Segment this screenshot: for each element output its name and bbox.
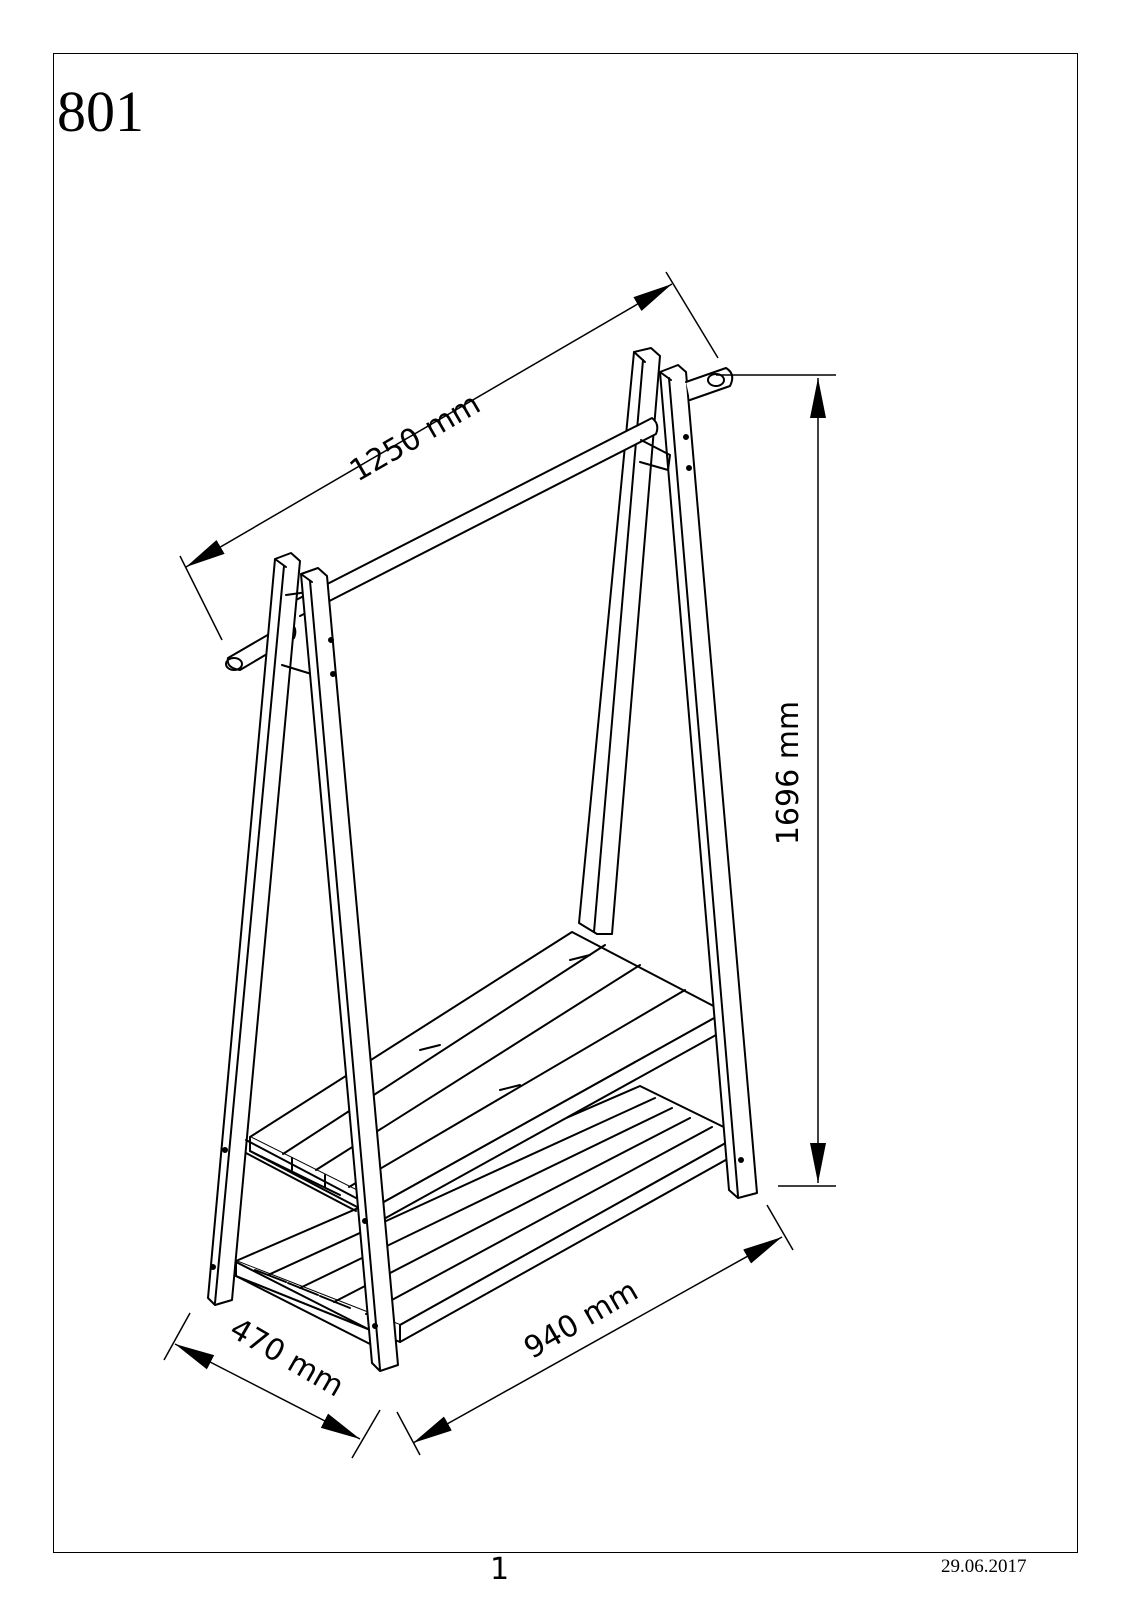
label-height: 1696 mm [771, 701, 806, 845]
label-shelf-width: 940 mm [518, 1273, 644, 1366]
label-width: 1250 mm [344, 387, 487, 489]
page-number: 1 [490, 1552, 509, 1587]
front-right-leg [660, 365, 757, 1198]
document-date: 29.06.2017 [941, 1556, 1027, 1578]
